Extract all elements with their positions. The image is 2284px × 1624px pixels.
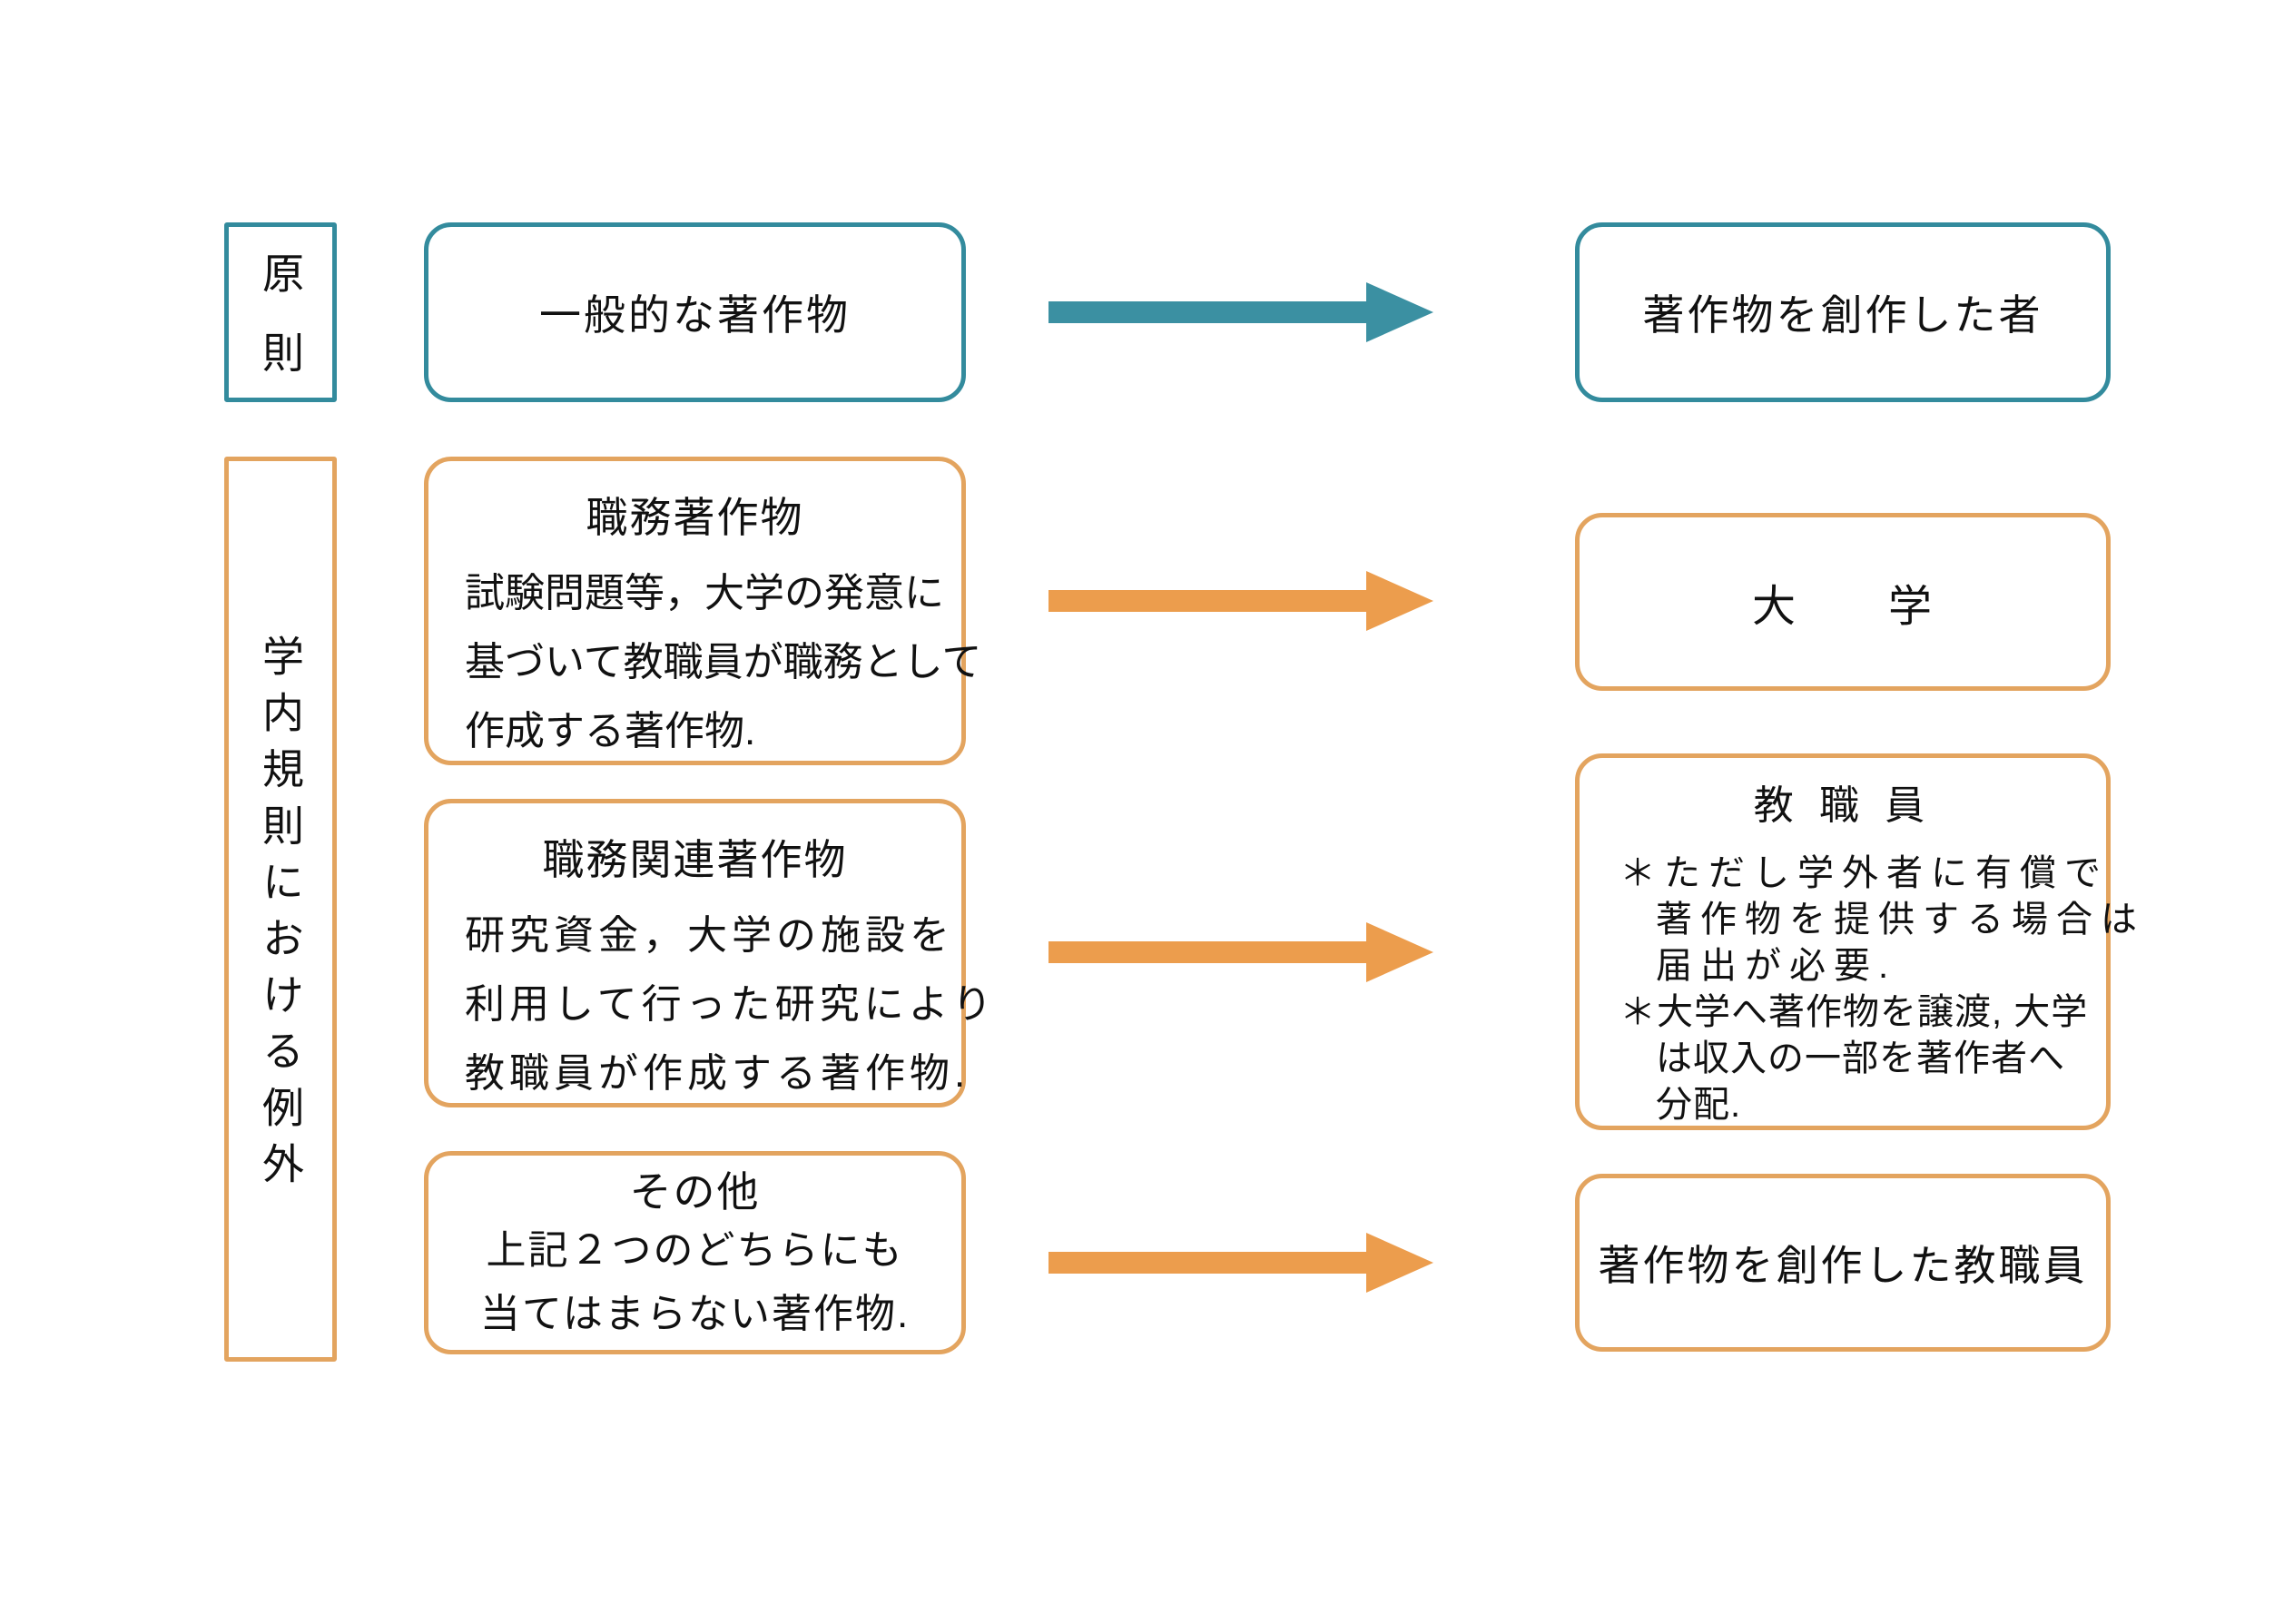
box-university-label: 大 学 (1751, 583, 1934, 631)
box-faculty-staff: 教 職 員 ＊ただし学外者に有償で 著作物を提供する場合は 届出が必要. ＊大学… (1575, 753, 2145, 1130)
arrow-head-icon (1366, 1233, 1433, 1293)
box-faculty-staff-title: 教 職 員 (1753, 783, 1933, 828)
box-work-creator: 著作物を創作した者 (1575, 222, 2111, 402)
arrow-head-icon (1366, 571, 1433, 631)
box-general-work-label: 一般的な著作物 (539, 291, 851, 339)
row-label-exception-text: 学内規則における例外 (257, 635, 304, 1199)
box-work-related-title: 職務関連著作物 (542, 836, 848, 883)
note-line: 届出が必要. (1656, 946, 1897, 986)
body-line: 利用して行った研究により (465, 982, 997, 1027)
arrow-shaft (1048, 301, 1366, 323)
box-work-for-hire: 職務著作物 試験問題等，大学の発意に 基づいて教職員が職務として 作成する著作物… (424, 457, 982, 766)
arrow-other (1048, 1233, 1433, 1293)
note-line: ＊ただし学外者に有償で (1619, 853, 2109, 893)
body-line: 基づいて教職員が職務として (465, 640, 982, 684)
arrow-work-related (1048, 922, 1433, 982)
note-line: は収入の一部を著作者へ (1656, 1038, 2065, 1078)
arrow-shaft (1048, 1252, 1366, 1274)
arrow-shaft (1048, 941, 1366, 963)
row-label-exception: 学内規則における例外 (224, 457, 337, 1362)
row-label-principle: 原則 (224, 222, 337, 410)
row-label-principle-text: 原則 (257, 251, 304, 411)
box-other-title: その他 (629, 1168, 761, 1216)
arrow-work-for-hire (1048, 571, 1433, 631)
box-work-related-body: 研究資金，大学の施設を 利用して行った研究により 教職員が作成する著作物. (428, 901, 997, 1108)
arrow-head-icon (1366, 922, 1433, 982)
arrow-shaft (1048, 590, 1366, 612)
body-line: 研究資金，大学の施設を (465, 913, 954, 958)
box-other-content: その他 上記２つのどちらにも 当てはまらない著作物. (428, 1156, 961, 1350)
note-line: ＊大学へ著作物を譲渡, 大学 (1619, 992, 2089, 1032)
body-line: 教職員が作成する著作物. (465, 1051, 970, 1096)
arrow-principle (1048, 282, 1433, 342)
box-other: その他 上記２つのどちらにも 当てはまらない著作物. (424, 1151, 966, 1354)
box-creator-staff: 著作物を創作した教職員 (1575, 1174, 2111, 1352)
box-work-related: 職務関連著作物 研究資金，大学の施設を 利用して行った研究により 教職員が作成す… (424, 799, 997, 1108)
note-line: 著作物を提供する場合は (1656, 900, 2145, 940)
note-line: 分配. (1656, 1085, 1742, 1125)
box-university: 大 学 (1575, 513, 2111, 691)
arrow-head-icon (1366, 282, 1433, 342)
box-work-creator-label: 著作物を創作した者 (1642, 291, 2043, 339)
box-faculty-staff-notes: ＊ただし学外者に有償で 著作物を提供する場合は 届出が必要. ＊大学へ著作物を譲… (1580, 851, 2145, 1128)
body-line: 作成する著作物. (465, 709, 756, 753)
box-creator-staff-label: 著作物を創作した教職員 (1598, 1242, 2088, 1289)
box-work-for-hire-title: 職務著作物 (586, 494, 804, 541)
box-work-for-hire-body: 試験問題等，大学の発意に 基づいて教職員が職務として 作成する著作物. (428, 559, 982, 766)
body-line: 試験問題等，大学の発意に (465, 571, 944, 615)
box-general-work: 一般的な著作物 (424, 222, 966, 402)
body-line: 上記２つのどちらにも (486, 1228, 904, 1273)
body-line: 当てはまらない著作物. (479, 1292, 911, 1336)
